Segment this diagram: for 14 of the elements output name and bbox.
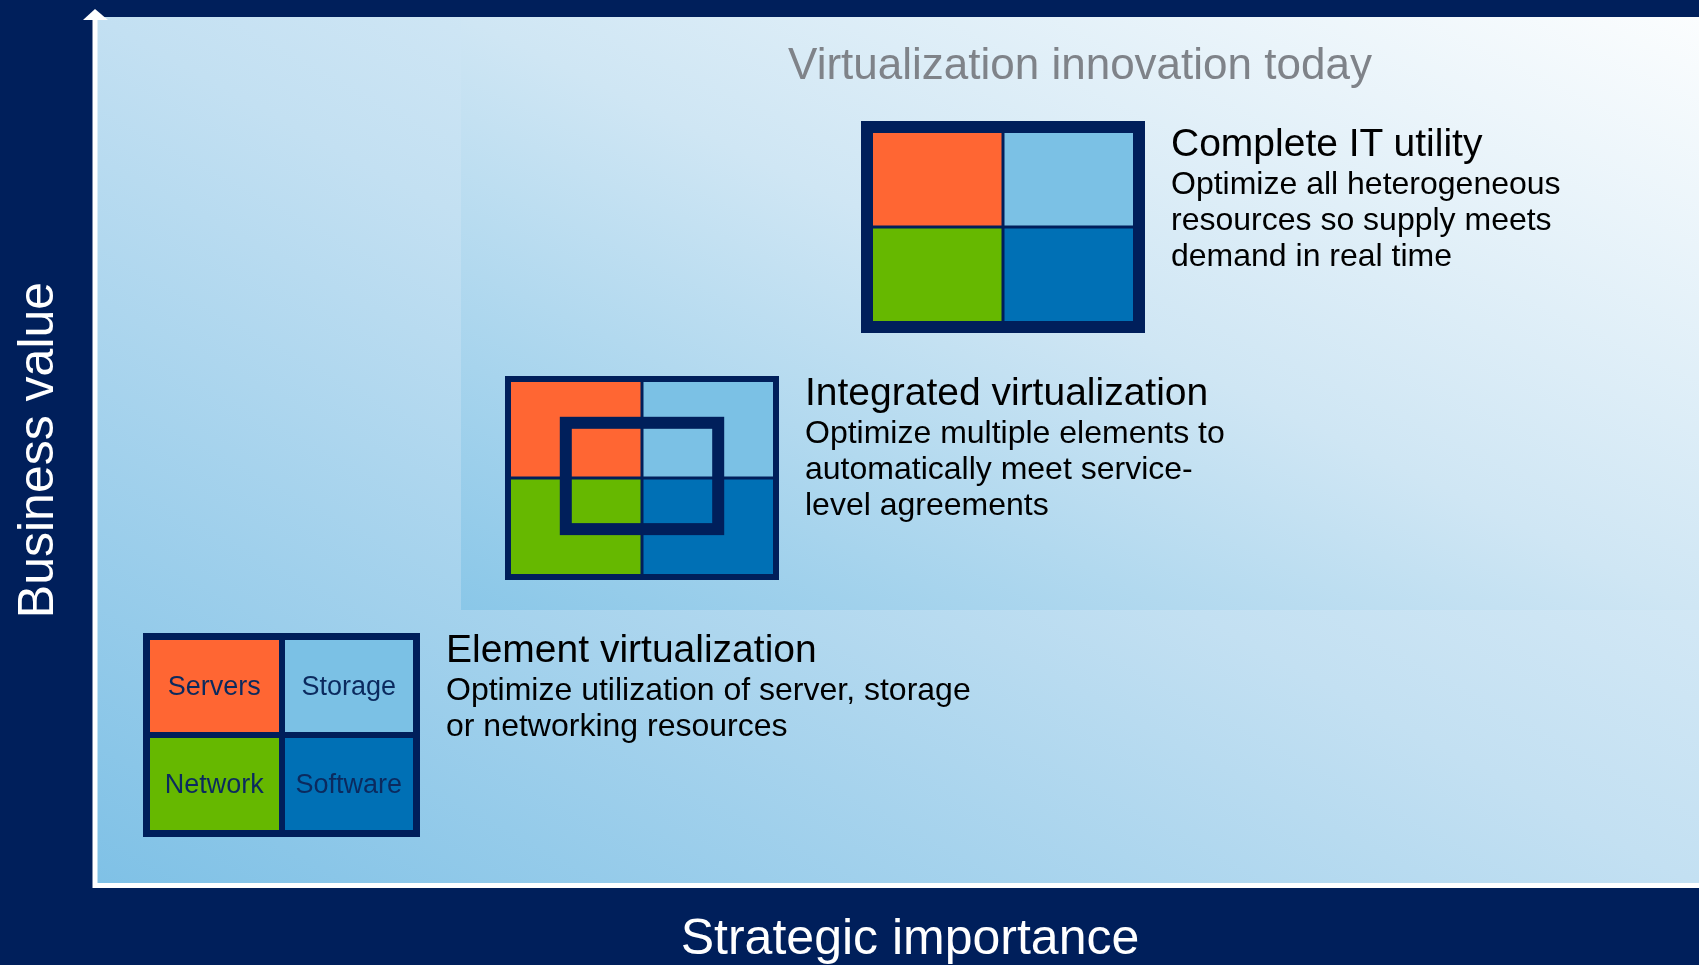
category-tile: Servers — [150, 640, 279, 732]
category-tile: Software — [284, 738, 413, 830]
axis-label: Business value — [7, 281, 65, 619]
highlight-band — [461, 17, 1699, 610]
category-tile: Storage — [284, 640, 413, 732]
axis-label: Strategic importance — [680, 908, 1140, 965]
tier-description: Optimize all heterogeneous resources so supply meets demand in real time — [1171, 165, 1562, 274]
band-title: Virtualization innovation today — [787, 39, 1373, 89]
tier-description: Optimize multiple elements to automatically meet service-level agreements — [805, 414, 1225, 523]
category-tile: Network — [150, 738, 279, 830]
tier-heading: Complete IT utility — [1171, 121, 1484, 166]
tier-description: Optimize utilization of server, storage or networking resources — [446, 671, 972, 744]
tier-heading: Integrated virtualization — [805, 370, 1210, 415]
tier-heading: Element virtualization — [446, 627, 818, 672]
